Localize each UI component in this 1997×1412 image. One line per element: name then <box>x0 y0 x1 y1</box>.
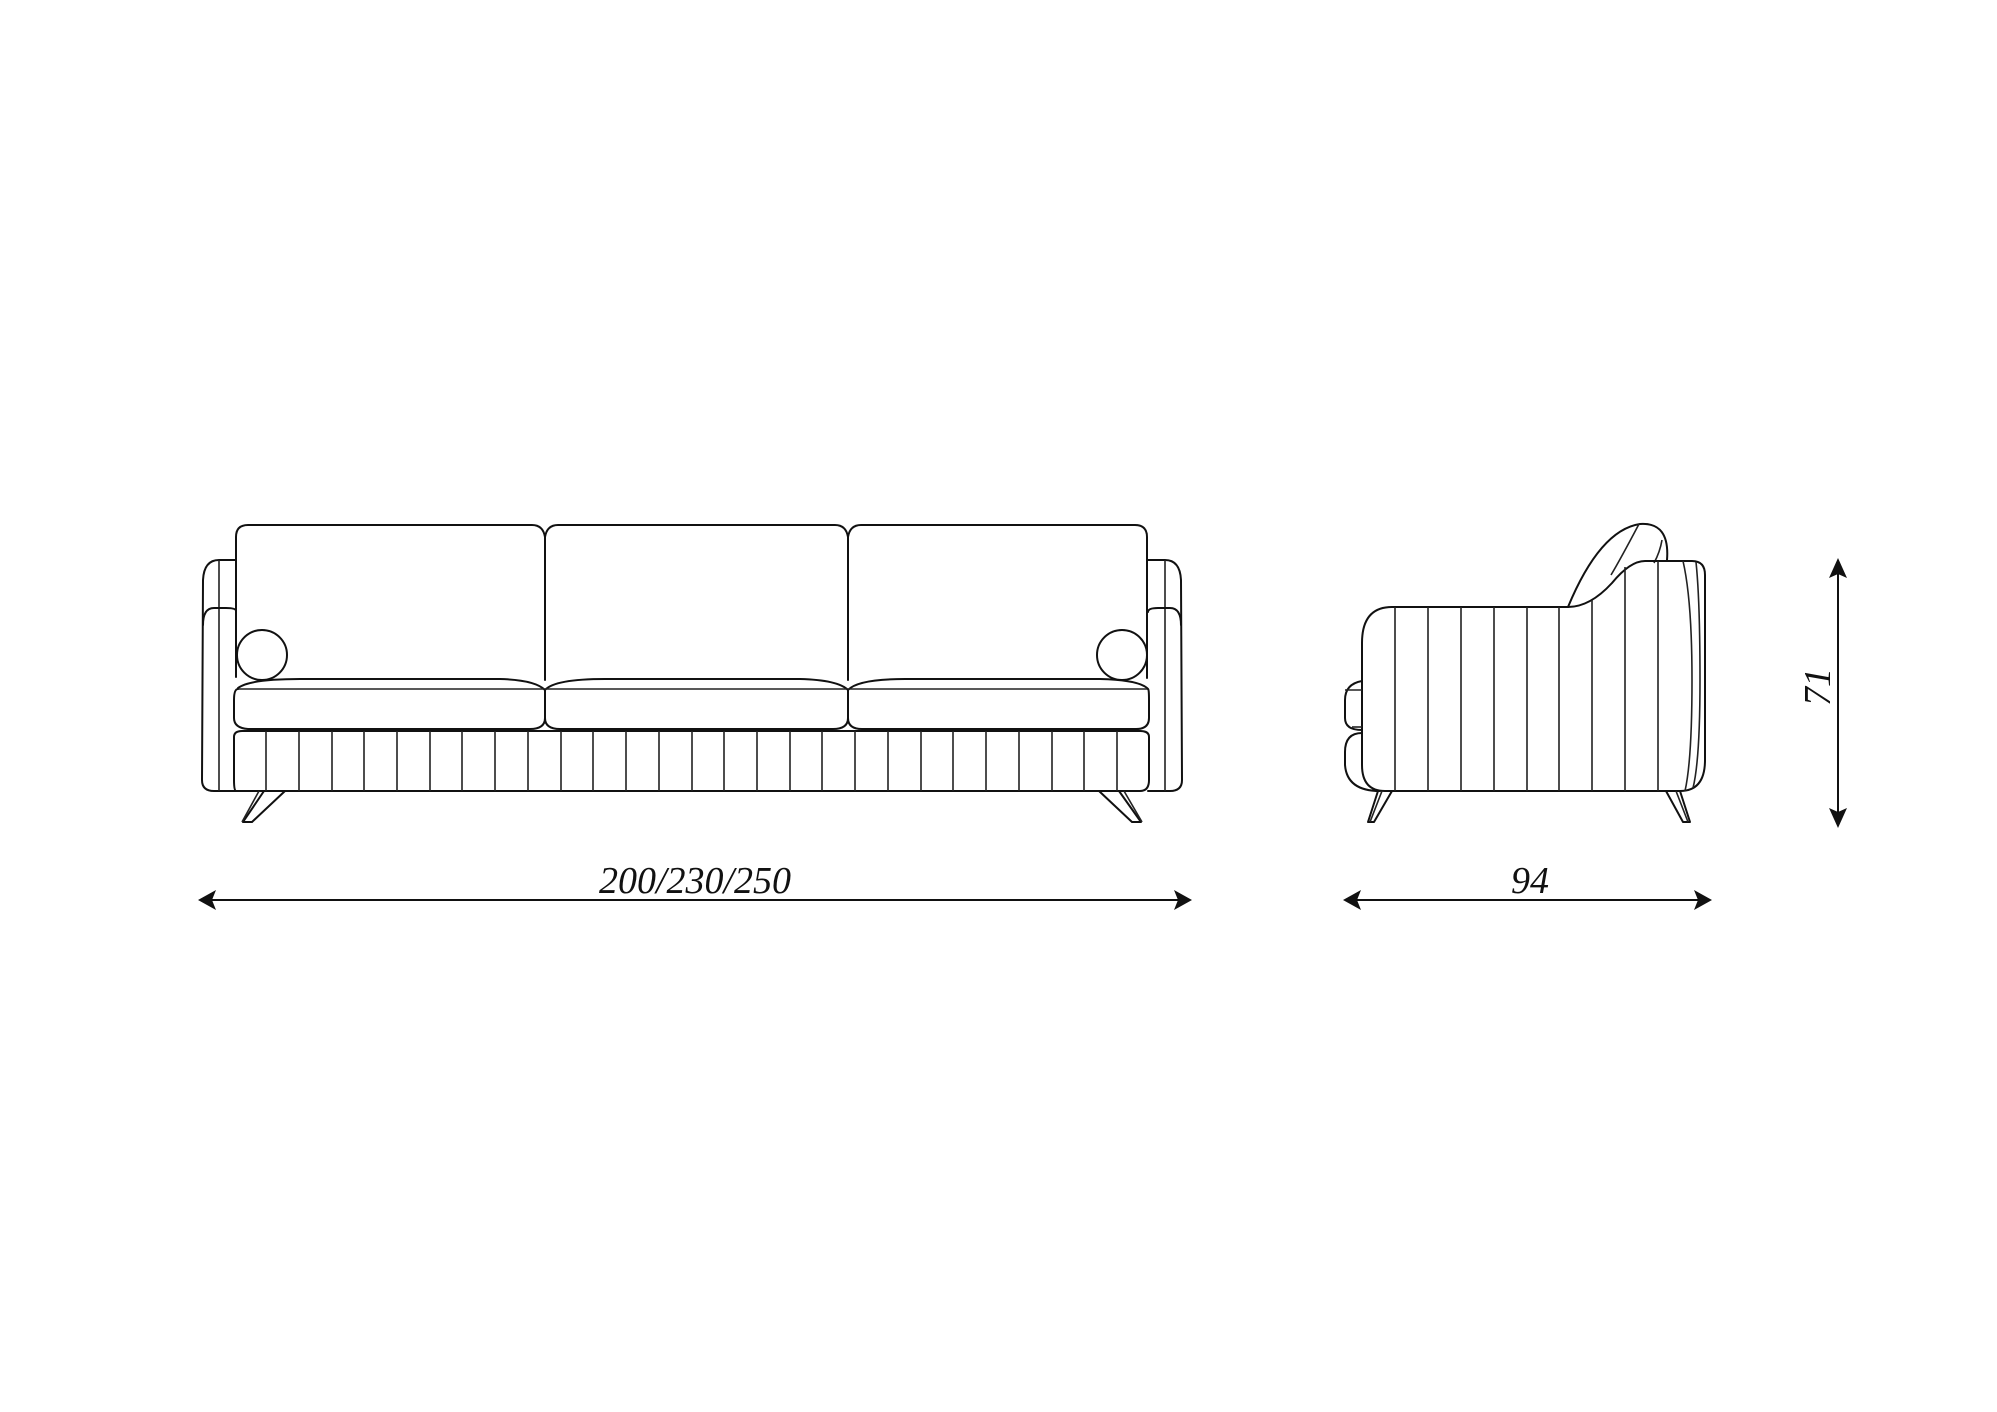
side-front-leg <box>1367 790 1393 823</box>
height-dimension: 71 <box>1797 558 1847 828</box>
height-label: 71 <box>1797 668 1839 706</box>
side-body <box>1361 560 1706 792</box>
sofa-base <box>233 730 1150 792</box>
side-back-pillow <box>1567 522 1669 608</box>
side-seat-cushion <box>1344 680 1363 731</box>
front-legs <box>241 790 1143 823</box>
right-bolster-pillow <box>1096 629 1148 681</box>
side-back-leg <box>1665 790 1691 823</box>
left-arm <box>201 559 237 792</box>
back-cushions <box>235 524 1148 681</box>
sofa-side-view <box>1344 522 1706 823</box>
seat-cushions <box>233 678 1150 730</box>
sofa-front-view <box>201 524 1183 823</box>
left-bolster-pillow <box>236 629 288 681</box>
right-arm <box>1146 559 1183 792</box>
depth-dimension: 94 <box>1343 860 1712 910</box>
width-dimension: 200/230/250 <box>198 860 1192 910</box>
width-label: 200/230/250 <box>599 860 791 902</box>
depth-label: 94 <box>1511 860 1549 902</box>
